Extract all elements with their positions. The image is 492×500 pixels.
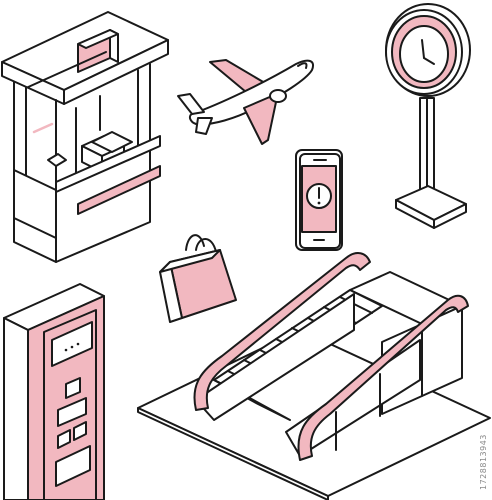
escalator-icon xyxy=(137,252,491,500)
ticket-machine-icon xyxy=(3,283,105,500)
airplane-icon xyxy=(177,59,314,145)
station-clock-icon xyxy=(385,3,471,229)
ticket-booth-icon xyxy=(1,11,169,263)
stock-image-id: 1728813943 xyxy=(479,434,488,490)
smartphone-alert-icon xyxy=(295,149,343,251)
shopping-bag-icon xyxy=(159,234,237,323)
